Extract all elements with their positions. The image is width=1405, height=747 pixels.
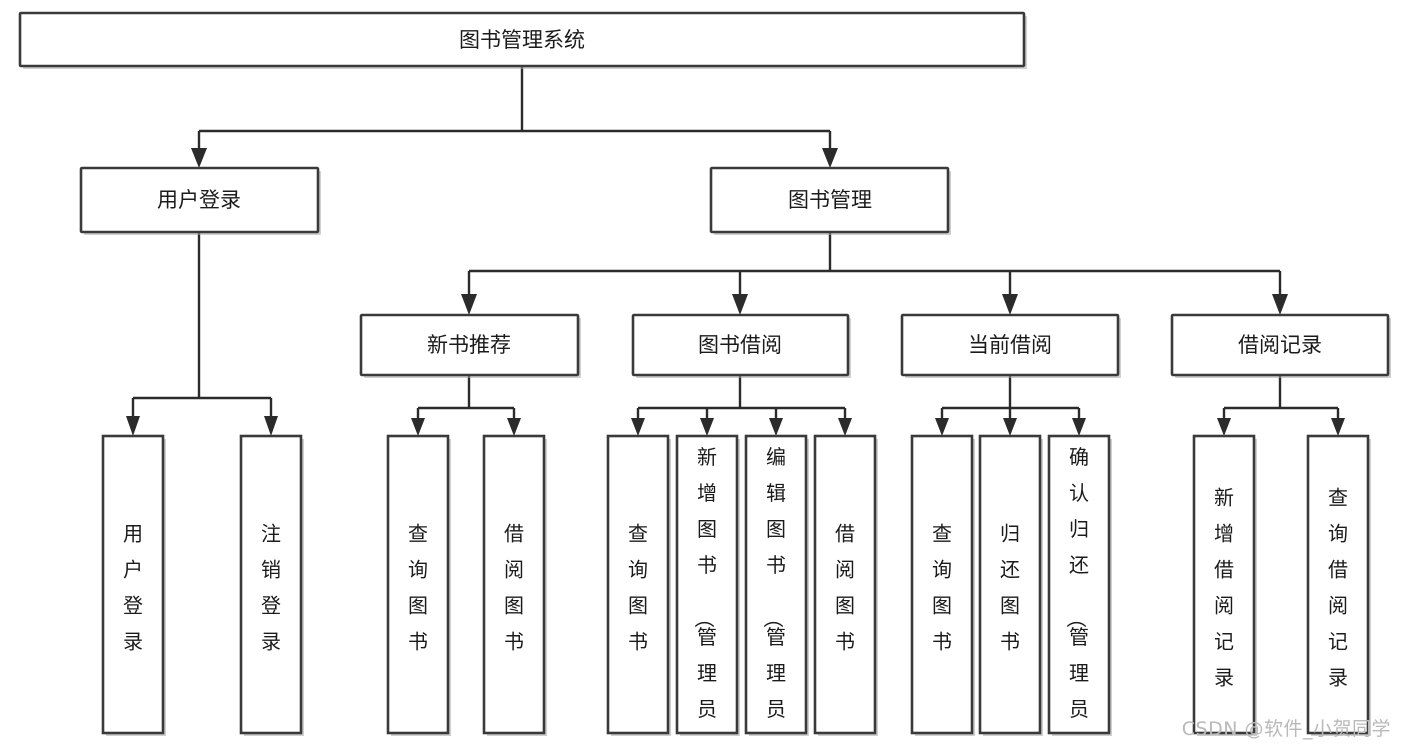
arrow-to-new-book-recommend <box>461 294 477 315</box>
leaf-node-new_book_recommend-1[interactable]: 借阅图书 <box>482 434 547 736</box>
arrow-borrow-record-leaf-1 <box>1331 418 1345 436</box>
leaf-node-book_borrow-0[interactable]: 查询图书 <box>606 434 671 736</box>
arrow-book-borrow-leaf-3 <box>838 418 852 436</box>
leaf-node-book_borrow-1[interactable]: 新增图书（管理员） <box>675 434 740 747</box>
leaf-node-current_borrow-0[interactable]: 查询图书 <box>910 434 975 736</box>
arrow-to-current-borrow <box>1002 294 1018 315</box>
arrow-to-borrow-record <box>1272 294 1288 315</box>
arrow-new-book-leaf-1 <box>507 418 521 436</box>
leaf-node-label: 用户登录 <box>123 522 143 654</box>
leaf-node-borrow_record-1[interactable]: 查询借阅记录 <box>1306 434 1371 736</box>
arrow-book-borrow-leaf-0 <box>631 418 645 436</box>
leaf-node-label: 借阅图书 <box>504 522 524 654</box>
watermark-csdn: CSDN @软件_小贺同学 <box>1181 718 1391 740</box>
leaf-node-label: 查询图书 <box>932 522 952 654</box>
leaf-node-user_login-0[interactable]: 用户登录 <box>101 434 166 736</box>
leaf-node-label: 确认归还（管理员） <box>1064 445 1089 747</box>
node-book-management-label: 图书管理 <box>788 188 872 212</box>
leaf-node-label: 新增图书（管理员） <box>692 445 717 747</box>
leaf-node-label: 查询借阅记录 <box>1328 486 1348 690</box>
leaf-node-label: 归还图书 <box>1000 522 1020 654</box>
node-current-borrow[interactable]: 当前借阅 <box>900 313 1121 378</box>
node-book-borrow[interactable]: 图书借阅 <box>631 313 851 378</box>
arrow-user-login-leaf-0 <box>126 416 140 436</box>
arrow-to-book-borrow <box>732 294 748 315</box>
arrow-to-book-mgmt <box>822 148 838 168</box>
leaf-node-current_borrow-2[interactable]: 确认归还（管理员） <box>1047 434 1112 747</box>
arrow-book-borrow-leaf-2 <box>769 418 783 436</box>
leaf-node-borrow_record-0[interactable]: 新增借阅记录 <box>1192 434 1257 736</box>
node-borrow-record-label: 借阅记录 <box>1238 333 1322 357</box>
leaf-node-new_book_recommend-0[interactable]: 查询图书 <box>386 434 451 736</box>
leaf-node-label: 注销登录 <box>261 522 281 654</box>
edge-layer <box>126 66 1345 436</box>
node-user-login[interactable]: 用户登录 <box>79 166 321 235</box>
node-user-login-label: 用户登录 <box>157 188 241 212</box>
node-new-book-recommend-label: 新书推荐 <box>427 333 511 357</box>
leaf-node-current_borrow-1[interactable]: 归还图书 <box>978 434 1043 736</box>
arrow-new-book-leaf-0 <box>411 418 425 436</box>
leaf-node-label: 查询图书 <box>628 522 648 654</box>
leaf-node-user_login-1[interactable]: 注销登录 <box>239 434 304 736</box>
leaf-node-book_borrow-3[interactable]: 借阅图书 <box>813 434 878 736</box>
node-root[interactable]: 图书管理系统 <box>18 11 1027 69</box>
node-current-borrow-label: 当前借阅 <box>968 333 1052 357</box>
leaf-layer: 用户登录 注销登录 查询图书 借阅图书 查询图书 新增图书（管理员） 编辑图书（管理员） 借阅… <box>101 434 1371 747</box>
node-root-label: 图书管理系统 <box>459 28 585 52</box>
leaf-node-label: 借阅图书 <box>835 522 855 654</box>
leaf-node-label: 编辑图书（管理员） <box>761 445 786 747</box>
node-borrow-record[interactable]: 借阅记录 <box>1170 313 1391 378</box>
arrow-borrow-record-leaf-0 <box>1217 418 1231 436</box>
leaf-node-book_borrow-2[interactable]: 编辑图书（管理员） <box>744 434 809 747</box>
arrow-current-borrow-leaf-2 <box>1072 418 1086 436</box>
node-new-book-recommend[interactable]: 新书推荐 <box>359 313 581 378</box>
arrow-to-user-login <box>191 148 207 168</box>
arrow-current-borrow-leaf-1 <box>1003 418 1017 436</box>
leaf-node-label: 查询图书 <box>408 522 428 654</box>
arrow-current-borrow-leaf-0 <box>935 418 949 436</box>
arrow-book-borrow-leaf-1 <box>700 418 714 436</box>
leaf-node-label: 新增借阅记录 <box>1214 486 1234 690</box>
node-book-borrow-label: 图书借阅 <box>698 333 782 357</box>
node-book-management[interactable]: 图书管理 <box>709 166 951 235</box>
arrow-user-login-leaf-1 <box>264 416 278 436</box>
